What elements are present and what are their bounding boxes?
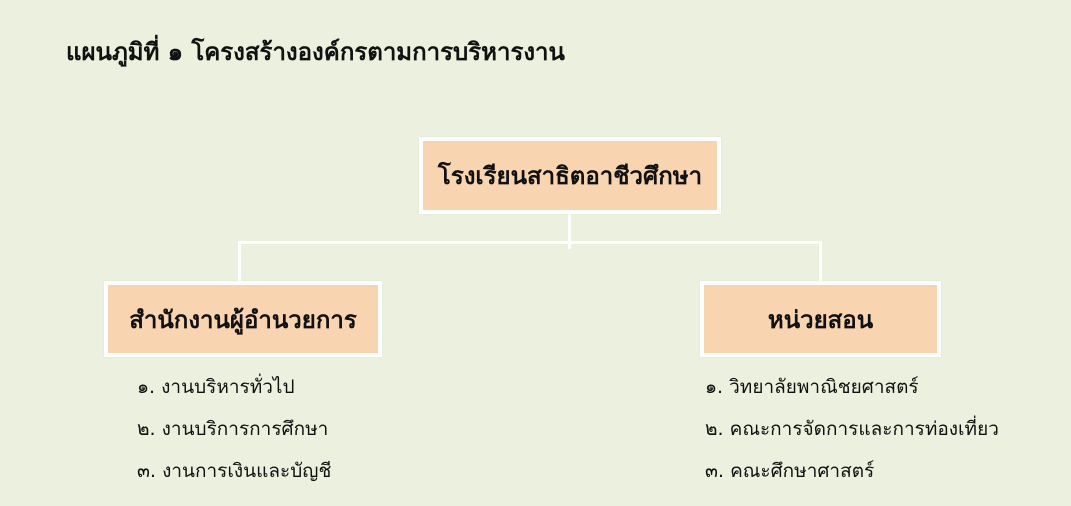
list-item: ๓. งานการเงินและบัญชี [137, 460, 332, 482]
director-office-list: ๑. งานบริหารทั่วไป ๒. งานบริการการศึกษา … [137, 372, 331, 498]
branch-node-label: สำนักงานผู้อำนวยการ [129, 305, 357, 334]
connector-horizontal [238, 241, 822, 244]
connector-root-down [568, 205, 571, 249]
branch-node-label: หน่วยสอน [767, 305, 874, 334]
teaching-units-list: ๑. วิทยาลัยพาณิชยศาสตร์ ๒. คณะการจัดการแ… [705, 372, 999, 498]
root-node: โรงเรียนสาธิตอาชีวศึกษา [419, 137, 721, 214]
list-item: ๒. คณะการจัดการและการท่องเที่ยว [705, 418, 999, 440]
root-node-label: โรงเรียนสาธิตอาชีวศึกษา [437, 162, 703, 190]
branch-node-teaching-units: หน่วยสอน [700, 281, 941, 357]
branch-node-director-office: สำนักงานผู้อำนวยการ [104, 281, 382, 357]
list-item: ๑. วิทยาลัยพาณิชยศาสตร์ [705, 376, 919, 398]
list-item: ๒. งานบริการการศึกษา [137, 418, 329, 440]
list-item: ๑. งานบริหารทั่วไป [137, 376, 295, 398]
list-item: ๓. คณะศึกษาศาสตร์ [705, 460, 875, 482]
connector-left-down [238, 241, 241, 285]
diagram-title: แผนภูมิที่ ๑ โครงสร้างองค์กรตามการบริหาร… [66, 38, 565, 66]
connector-right-down [819, 241, 822, 285]
